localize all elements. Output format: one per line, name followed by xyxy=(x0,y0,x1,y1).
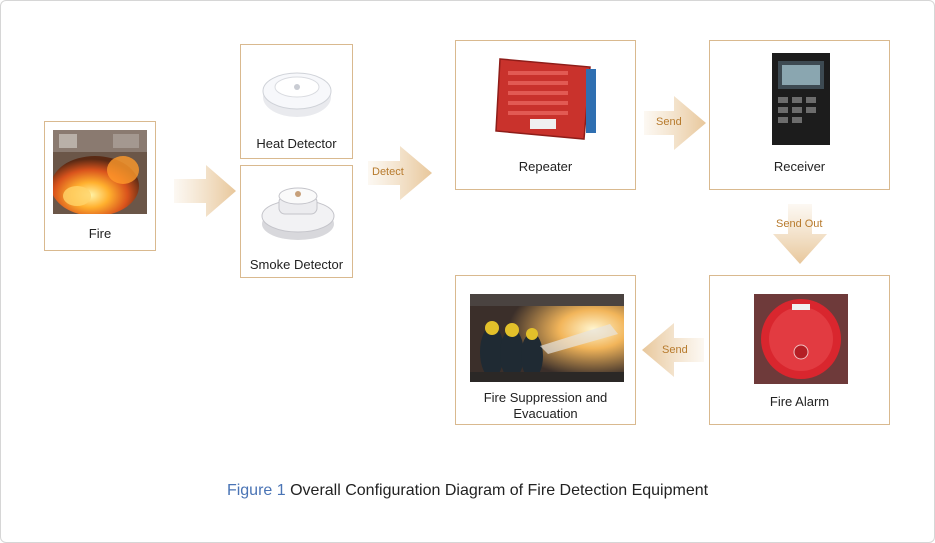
receiver-label: Receiver xyxy=(773,159,826,174)
heat-detector-image xyxy=(262,72,332,117)
figure-number: Figure 1 xyxy=(226,482,286,499)
arrow-send-to-suppression xyxy=(642,323,704,377)
arrow-fire-to-detectors xyxy=(174,165,236,217)
fire-alarm-node: Fire Alarm xyxy=(709,275,890,425)
fire-image xyxy=(53,130,147,214)
send-label-suppression: Send xyxy=(662,344,688,356)
heat-detector-label: Heat Detector xyxy=(256,136,337,151)
receiver-node: Receiver xyxy=(709,40,890,190)
smoke-detector-image xyxy=(261,187,335,240)
fire-alarm-label: Fire Alarm xyxy=(769,394,830,409)
heat-detector-node: Heat Detector xyxy=(240,44,353,159)
suppression-label-line1: Fire Suppression and xyxy=(483,390,608,405)
fire-label: Fire xyxy=(88,226,112,241)
arrow-send-out xyxy=(773,204,827,264)
smoke-detector-node: Smoke Detector xyxy=(240,165,353,278)
suppression-label-line2: Evacuation xyxy=(513,406,578,421)
arrow-detect xyxy=(368,146,432,200)
repeater-node: Repeater xyxy=(455,40,636,190)
suppression-image xyxy=(470,294,624,382)
send-out-label: Send Out xyxy=(776,218,823,230)
figure-caption: Figure 1 Overall Configuration Diagram o… xyxy=(0,482,935,500)
figure-title: Overall Configuration Diagram of Fire De… xyxy=(290,482,709,499)
send-label-receiver: Send xyxy=(656,116,682,128)
arrow-send-to-receiver xyxy=(644,96,706,150)
receiver-image xyxy=(772,53,830,145)
fire-node: Fire xyxy=(44,121,156,251)
smoke-detector-label: Smoke Detector xyxy=(249,257,344,272)
repeater-label: Repeater xyxy=(518,159,573,174)
fire-alarm-image xyxy=(754,294,848,384)
repeater-image xyxy=(495,58,596,140)
suppression-node: Fire Suppression and Evacuation xyxy=(455,275,636,425)
detect-label: Detect xyxy=(372,166,404,178)
